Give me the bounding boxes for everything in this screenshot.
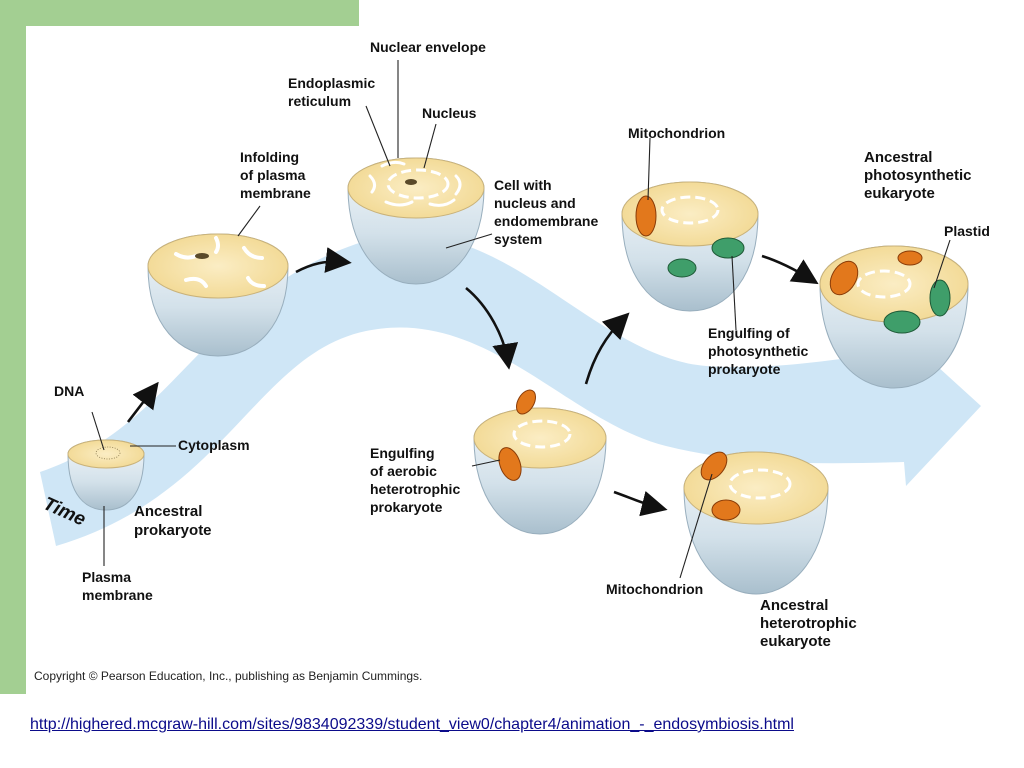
slide-border-left xyxy=(0,0,26,694)
label-engulfing-photosynthetic: Engulfing of photosynthetic prokaryote xyxy=(708,325,812,377)
label-dna: DNA xyxy=(54,383,84,399)
slide-border-top xyxy=(0,0,359,26)
endosymbiosis-figure: Nuclear envelope Endoplasmic reticulum N… xyxy=(26,26,1024,694)
label-ancestral-heterotrophic-eukaryote: Ancestral heterotrophic eukaryote xyxy=(760,597,861,650)
label-ancestral-prokaryote: Ancestral prokaryote xyxy=(134,503,212,539)
label-plastid: Plastid xyxy=(944,223,990,239)
label-infolding-of-plasma-membrane: Infolding of plasma membrane xyxy=(240,149,311,201)
label-nucleus: Nucleus xyxy=(422,105,477,121)
label-engulfing-aerobic: Engulfing of aerobic heterotrophic proka… xyxy=(370,445,464,515)
cell-with-nucleus xyxy=(347,157,485,285)
source-link[interactable]: http://highered.mcgraw-hill.com/sites/98… xyxy=(30,716,794,733)
cell-ancestral-prokaryote xyxy=(67,439,145,511)
cell-infolding xyxy=(147,233,289,357)
label-mitochondrion-top: Mitochondrion xyxy=(628,125,725,141)
label-nuclear-envelope: Nuclear envelope xyxy=(370,39,486,55)
label-endoplasmic-reticulum: Endoplasmic reticulum xyxy=(288,75,379,109)
cell-ancestral-photosynthetic-eukaryote xyxy=(819,245,969,389)
cell-ancestral-heterotrophic-eukaryote xyxy=(683,451,829,595)
cell-engulfing-aerobic xyxy=(473,389,607,535)
label-cell-with-nucleus: Cell with nucleus and endomembrane syste… xyxy=(494,177,602,247)
endosymbiosis-diagram: Nuclear envelope Endoplasmic reticulum N… xyxy=(34,39,990,683)
cell-engulfing-photosynthetic xyxy=(621,181,759,312)
process-arrows xyxy=(126,247,819,517)
label-ancestral-photosynthetic-eukaryote: Ancestral photosynthetic eukaryote xyxy=(864,149,976,202)
leader-lines xyxy=(91,60,951,579)
label-mitochondrion-bottom: Mitochondrion xyxy=(606,581,703,597)
label-plasma-membrane: Plasma membrane xyxy=(82,569,153,603)
label-cytoplasm: Cytoplasm xyxy=(178,437,250,453)
copyright-notice: Copyright © Pearson Education, Inc., pub… xyxy=(34,669,422,683)
